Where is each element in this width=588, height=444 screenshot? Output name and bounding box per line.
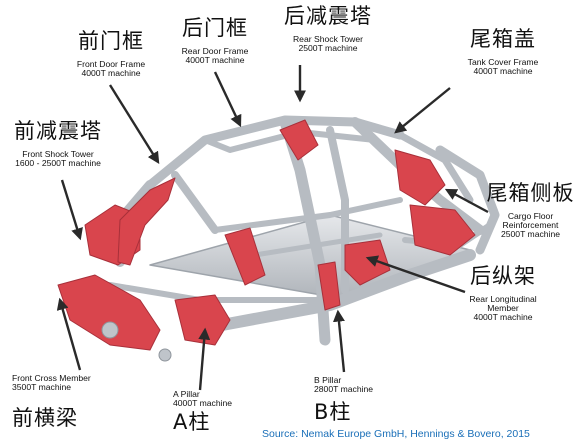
label-front-cross-member-en-2: 3500T machine bbox=[12, 382, 72, 393]
arrow-front-door-frame bbox=[108, 84, 160, 165]
label-front-shock-tower-en-2: 1600 - 2500T machine bbox=[15, 157, 101, 168]
label-rear-longitudinal-member-en-3: 4000T machine bbox=[473, 312, 533, 323]
label-front-shock-tower-cn: 前减震塔 bbox=[14, 119, 102, 143]
arrow-rear-door-frame bbox=[213, 71, 242, 128]
arrow-cargo-floor bbox=[444, 188, 489, 214]
label-rear-longitudinal-member-cn: 后纵架 bbox=[470, 264, 536, 288]
label-front-cross-member: Front Cross Member 3500T machine 前横梁 bbox=[12, 373, 132, 430]
label-front-cross-member-en-1: Front Cross Member bbox=[12, 373, 91, 383]
arrow-front-cross-member bbox=[56, 297, 82, 371]
label-b-pillar-en-1: B Pillar bbox=[314, 375, 342, 385]
arrow-front-shock-tower bbox=[60, 179, 83, 241]
label-cargo-floor-reinforcement-cn: 尾箱侧板 bbox=[486, 181, 575, 205]
label-rear-door-frame: 后门框 Rear Door Frame 4000T machine bbox=[160, 17, 270, 65]
label-rear-shock-tower-en-2: 2500T machine bbox=[298, 42, 358, 53]
label-a-pillar-en-1: A Pillar bbox=[173, 389, 200, 399]
label-front-door-frame-en-1: Front Door Frame bbox=[76, 58, 146, 69]
label-rear-longitudinal-member-en-1: Rear Longitudinal bbox=[469, 293, 537, 304]
label-tank-cover-frame: 尾箱盖 Tank Cover Frame 4000T machine bbox=[448, 28, 558, 76]
label-b-pillar-cn: B柱 bbox=[314, 399, 352, 424]
label-a-pillar-cn: A柱 bbox=[173, 409, 211, 434]
label-tank-cover-frame-en-2: 4000T machine bbox=[473, 65, 533, 76]
a-pillar-part bbox=[174, 294, 231, 346]
label-b-pillar-en-2: 2800T machine bbox=[314, 384, 374, 395]
label-cargo-floor-reinforcement: 尾箱侧板 Cargo Floor Reinforcement 2500T mac… bbox=[478, 182, 583, 240]
label-front-door-frame: 前门框 Front Door Frame 4000T machine bbox=[52, 30, 170, 78]
arrow-a-pillar bbox=[198, 327, 211, 391]
front-door-frame-part bbox=[117, 177, 176, 266]
label-b-pillar: B Pillar 2800T machine B柱 bbox=[314, 375, 409, 424]
label-front-shock-tower: 前减震塔 Front Shock Tower 1600 - 2500T mach… bbox=[2, 120, 114, 168]
label-cargo-floor-reinforcement-en-1: Cargo Floor bbox=[507, 210, 554, 221]
label-tank-cover-frame-en-1: Tank Cover Frame bbox=[467, 56, 539, 67]
source-credit: Source: Nemak Europe GmbH, Hennings & Bo… bbox=[262, 428, 530, 440]
label-rear-shock-tower: 后减震塔 Rear Shock Tower 2500T machine bbox=[272, 5, 384, 53]
label-rear-longitudinal-member: 后纵架 Rear Longitudinal Member 4000T machi… bbox=[448, 265, 558, 323]
callout-arrows bbox=[56, 65, 489, 391]
label-rear-door-frame-en-1: Rear Door Frame bbox=[181, 45, 249, 56]
rear-door-frame-part bbox=[224, 227, 266, 286]
label-rear-longitudinal-member-en-2: Member bbox=[487, 302, 519, 313]
label-front-shock-tower-en-1: Front Shock Tower bbox=[22, 148, 94, 159]
label-front-door-frame-en-2: 4000T machine bbox=[81, 67, 141, 78]
label-a-pillar-en-2: 4000T machine bbox=[173, 398, 233, 409]
tank-cover-frame-part bbox=[394, 149, 446, 206]
label-tank-cover-frame-cn: 尾箱盖 bbox=[470, 27, 536, 51]
arrow-rear-longitudinal bbox=[365, 255, 466, 294]
label-cargo-floor-reinforcement-en-3: 2500T machine bbox=[500, 229, 561, 240]
label-cargo-floor-reinforcement-en-2: Reinforcement bbox=[502, 219, 559, 230]
front-cross-member-part bbox=[57, 274, 161, 351]
label-rear-shock-tower-cn: 后减震塔 bbox=[284, 4, 372, 28]
label-rear-shock-tower-en-1: Rear Shock Tower bbox=[292, 33, 364, 44]
arrow-tank-cover-frame bbox=[394, 87, 451, 134]
label-rear-door-frame-cn: 后门框 bbox=[182, 16, 248, 40]
label-front-cross-member-cn: 前横梁 bbox=[12, 405, 78, 430]
b-pillar-part bbox=[317, 261, 341, 311]
label-front-door-frame-cn: 前门框 bbox=[78, 29, 144, 53]
arrow-b-pillar bbox=[332, 309, 346, 373]
label-a-pillar: A Pillar 4000T machine A柱 bbox=[173, 389, 268, 434]
rear-shock-tower-part bbox=[279, 119, 319, 161]
label-rear-door-frame-en-2: 4000T machine bbox=[185, 54, 245, 65]
cargo-floor-part bbox=[409, 204, 476, 256]
front-subframe bbox=[101, 321, 172, 362]
